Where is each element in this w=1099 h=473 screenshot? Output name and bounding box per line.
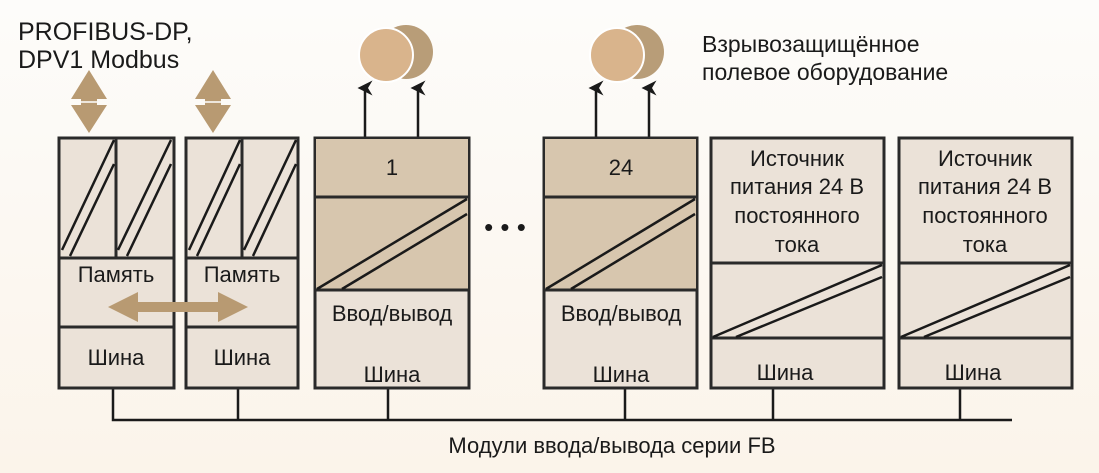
protocol-label-line1: PROFIBUS-DP,: [18, 18, 193, 46]
field-equipment-label-line2: полевое оборудование: [702, 59, 948, 85]
bus-label: Шина: [757, 360, 815, 385]
power-label-line3: постоянного: [922, 203, 1047, 228]
cpu-module: Память Шина: [57, 136, 176, 390]
power-label-line2: питания 24 В: [918, 174, 1052, 199]
output-arrows-icon: [357, 80, 657, 138]
module-number: 24: [609, 155, 633, 180]
io-module: 24 Ввод/вывод Шина: [542, 136, 699, 390]
bus-label: Шина: [364, 362, 422, 387]
power-supply-module: Источник питания 24 В постоянного тока Ш…: [897, 136, 1074, 390]
double-arrow-horizontal-icon: [108, 292, 248, 322]
power-label-line2: питания 24 В: [730, 174, 864, 199]
ellipsis: • • •: [484, 212, 526, 242]
bottom-caption: Модули ввода/вывода серии FB: [448, 433, 775, 458]
io-label: Ввод/вывод: [332, 301, 453, 326]
power-label-line4: тока: [963, 232, 1008, 257]
power-label-line3: постоянного: [734, 203, 859, 228]
bus-label: Шина: [593, 362, 651, 387]
bus-label: Шина: [214, 345, 272, 370]
io-module: 1 Ввод/вывод Шина: [313, 136, 471, 390]
bus-line: [111, 388, 1012, 422]
power-label-line4: тока: [775, 232, 820, 257]
io-label: Ввод/вывод: [561, 301, 682, 326]
bus-label: Шина: [88, 345, 146, 370]
memory-label: Память: [78, 262, 155, 287]
field-equipment-label-line1: Взрывозащищённое: [702, 31, 920, 57]
protocol-label-line2: DPV1 Modbus: [18, 46, 179, 74]
double-arrow-vertical-icon: [195, 70, 231, 133]
double-arrow-vertical-icon: [71, 70, 107, 133]
memory-label: Память: [204, 262, 281, 287]
power-supply-module: Источник питания 24 В постоянного тока Ш…: [709, 136, 886, 390]
bus-label: Шина: [945, 360, 1003, 385]
field-device-icon: [358, 25, 433, 83]
field-device-icon: [589, 25, 664, 83]
power-label-line1: Источник: [750, 146, 844, 171]
cpu-module: Память Шина: [184, 136, 300, 390]
module-number: 1: [386, 155, 398, 180]
power-label-line1: Источник: [938, 146, 1032, 171]
